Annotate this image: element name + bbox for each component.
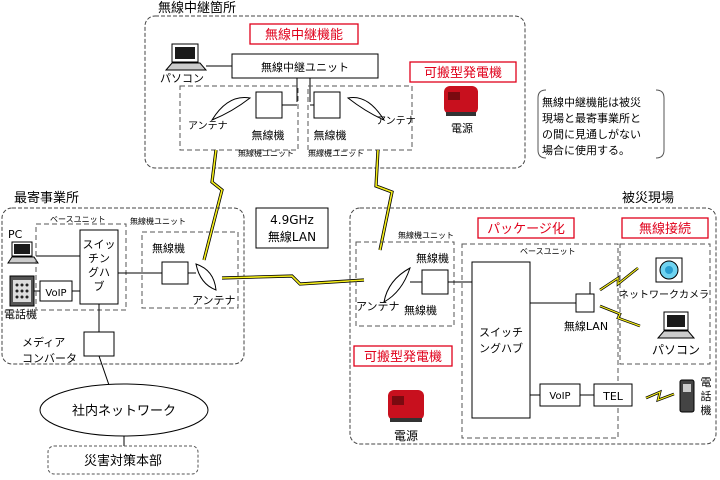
relay-right-antenna-icon bbox=[346, 96, 386, 122]
nearest-office-title: 最寄事業所 bbox=[14, 190, 79, 206]
corporate-network-label: 社内ネットワーク bbox=[72, 403, 176, 419]
relay-function-label-box bbox=[249, 23, 359, 45]
office-phone-icon bbox=[9, 275, 35, 307]
relay-right-radio-label: 無線機 bbox=[314, 128, 347, 142]
office-switch-line-1: スイッ bbox=[83, 238, 116, 251]
disaster-tel-label: TEL bbox=[602, 390, 624, 403]
hq-label: 災害対策本部 bbox=[84, 453, 162, 469]
disaster-generator-label: 可搬型発電機 bbox=[364, 350, 442, 365]
relay-left-unit-frame bbox=[179, 85, 299, 151]
wireless-lan-label: 無線LAN bbox=[564, 319, 608, 333]
disaster-radio-box bbox=[421, 269, 449, 295]
office-base-unit-label: ベースユニット bbox=[50, 215, 106, 224]
office-phone-label: 電話機 bbox=[4, 307, 37, 321]
wireless-clients-frame bbox=[619, 243, 711, 365]
office-base-unit-frame bbox=[35, 223, 127, 311]
disaster-wireless-label-box bbox=[621, 217, 709, 239]
relay-generator-label: 可搬型発電機 bbox=[424, 66, 502, 81]
disaster-base-unit-frame bbox=[461, 243, 619, 439]
note-line-3: の間に見通しがない bbox=[542, 127, 641, 141]
disaster-pc-label: パソコン bbox=[652, 343, 700, 357]
relay-left-link-bolt bbox=[202, 149, 224, 261]
disaster-radio-unit-frame bbox=[355, 241, 455, 327]
disaster-switch-line-2: ングハブ bbox=[479, 341, 523, 355]
disaster-phone-icon bbox=[679, 379, 695, 413]
disaster-package-label: パッケージ化 bbox=[487, 222, 565, 237]
network-camera-label: ネットワークカメラ bbox=[619, 289, 709, 301]
disaster-radio-bottom-label: 無線機 bbox=[404, 303, 437, 317]
link-label-box bbox=[255, 207, 329, 249]
office-media-line-2: コンバータ bbox=[22, 352, 77, 365]
note-line-2: 現場と最寄事業所と bbox=[542, 111, 641, 125]
office-voip-label: VoIP bbox=[45, 288, 66, 299]
relay-left-unit-label: 無線機ユニット bbox=[238, 148, 294, 158]
office-antenna-icon bbox=[195, 263, 217, 291]
relay-right-unit-label: 無線機ユニット bbox=[308, 148, 364, 158]
relay-function-label: 無線中継機能 bbox=[265, 27, 343, 43]
office-media-line-1: メディア bbox=[22, 335, 65, 349]
disaster-switching-hub-box bbox=[471, 261, 531, 419]
disaster-base-unit-label: ベースユニット bbox=[520, 247, 576, 256]
disaster-radio-unit-label: 無線機ユニット bbox=[398, 230, 454, 240]
relay-right-radio-box bbox=[313, 91, 341, 119]
nearest-office-region bbox=[1, 207, 245, 365]
office-media-converter-box bbox=[83, 331, 115, 357]
disaster-site-title: 被災現場 bbox=[622, 191, 674, 206]
office-switching-hub-box bbox=[79, 229, 119, 305]
relay-left-antenna-icon bbox=[210, 96, 252, 122]
disaster-generator-icon bbox=[388, 390, 424, 422]
relay-site-title: 無線中継箇所 bbox=[158, 0, 236, 16]
disaster-site-region bbox=[349, 207, 717, 445]
relay-pc-label: パソコン bbox=[160, 72, 204, 85]
disaster-generator-label-box bbox=[353, 345, 453, 367]
disaster-radio-top-label: 無線機 bbox=[416, 251, 449, 265]
disaster-wireless-label: 無線接続 bbox=[639, 221, 691, 237]
office-radio-unit-label: 無線機ユニット bbox=[130, 216, 186, 226]
relay-left-radio-label: 無線機 bbox=[252, 128, 285, 142]
relay-left-radio-box bbox=[255, 91, 283, 119]
disaster-tel-box bbox=[593, 383, 633, 407]
relay-generator-icon bbox=[444, 86, 478, 116]
office-pc-label: PC bbox=[8, 228, 23, 241]
link-label-line-1: 4.9GHz bbox=[270, 213, 314, 227]
note-line-1: 無線中継機能は被災 bbox=[542, 95, 641, 109]
office-switch-line-2: チン bbox=[88, 252, 110, 265]
relay-right-unit-frame bbox=[307, 85, 413, 151]
disaster-antenna-icon bbox=[383, 266, 411, 303]
office-radio-unit-frame bbox=[141, 231, 239, 309]
office-antenna-label: アンテナ bbox=[192, 294, 236, 307]
relay-unit-box bbox=[231, 53, 379, 79]
disaster-antenna-label: アンテナ bbox=[356, 300, 400, 313]
note-bracket bbox=[537, 89, 547, 159]
disaster-power-label: 電源 bbox=[394, 429, 418, 443]
disaster-phone-line-2: 話 bbox=[701, 389, 712, 403]
office-switch-line-3: グハ bbox=[88, 265, 110, 279]
relay-unit-label: 無線中継ユニット bbox=[261, 60, 349, 74]
disaster-pc-icon bbox=[656, 311, 696, 339]
relay-pc-icon bbox=[164, 43, 208, 71]
relay-power-label: 電源 bbox=[451, 121, 473, 135]
disaster-phone-line-1: 電 bbox=[701, 376, 712, 389]
disaster-phone-line-3: 機 bbox=[701, 403, 712, 417]
relay-right-antenna-label: アンテナ bbox=[376, 115, 416, 127]
office-radio-box bbox=[161, 261, 189, 285]
wireless-lan-ap-box bbox=[575, 293, 595, 313]
disaster-package-label-box bbox=[477, 217, 575, 239]
office-pc-icon bbox=[7, 241, 39, 264]
link-label-line-2: 無線LAN bbox=[268, 229, 316, 244]
office-radio-label: 無線機 bbox=[152, 241, 185, 255]
relay-site-region bbox=[144, 15, 526, 169]
relay-left-antenna-label: アンテナ bbox=[188, 120, 228, 132]
disaster-switch-line-1: スイッチ bbox=[479, 326, 523, 339]
hq-box bbox=[47, 445, 199, 475]
note-line-4: 場合に使用する。 bbox=[542, 143, 630, 157]
disaster-voip-label: VoIP bbox=[549, 391, 570, 402]
network-camera-icon bbox=[655, 257, 683, 283]
office-switch-line-4: ブ bbox=[94, 279, 105, 293]
relay-generator-label-box bbox=[409, 61, 517, 83]
